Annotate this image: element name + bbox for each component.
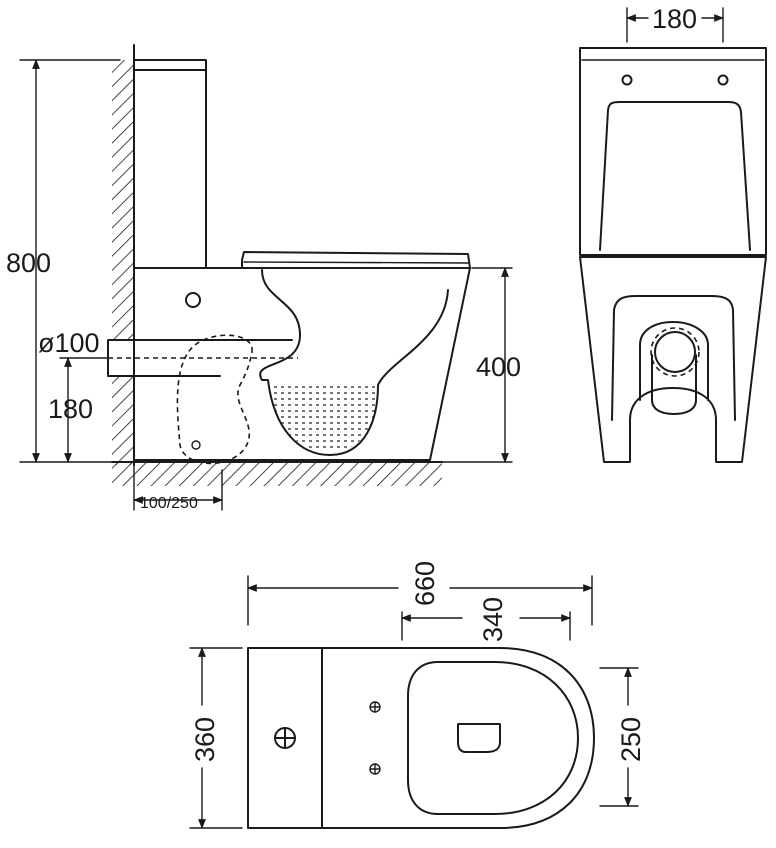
- seat-lid: [241, 251, 471, 269]
- tank: [133, 59, 207, 269]
- front-body: [579, 256, 767, 463]
- front-tank: [579, 47, 767, 256]
- trapway-hidden: [176, 334, 253, 465]
- flush-hole: [185, 292, 201, 308]
- dim-total-length: 660: [410, 561, 440, 606]
- dim-total-width: 360: [190, 717, 220, 762]
- dim-tank-width: 180: [652, 4, 697, 34]
- top-seat: [407, 661, 579, 815]
- water-area: [268, 382, 378, 452]
- top-outline: [247, 647, 595, 829]
- front-outlet: [654, 331, 696, 373]
- dim-roughin: 100/250: [140, 495, 198, 512]
- dim-total-height: 800: [6, 248, 51, 278]
- dim-bowl-width: 250: [616, 717, 646, 762]
- wall-hatch: [112, 60, 134, 465]
- side-view: 800 ø100 180 100/250 400: [6, 44, 521, 512]
- dim-bowl-length: 340: [478, 597, 508, 642]
- dim-outlet-height: 180: [48, 394, 93, 424]
- dim-outlet-diameter: ø100: [38, 328, 100, 358]
- floor-hatch: [112, 462, 442, 486]
- top-view: 660 340 360 250: [189, 561, 646, 829]
- bowl-profile: [259, 269, 449, 456]
- front-view: 180: [579, 4, 767, 463]
- top-bowl-opening: [457, 723, 501, 753]
- dim-seat-height: 400: [476, 352, 521, 382]
